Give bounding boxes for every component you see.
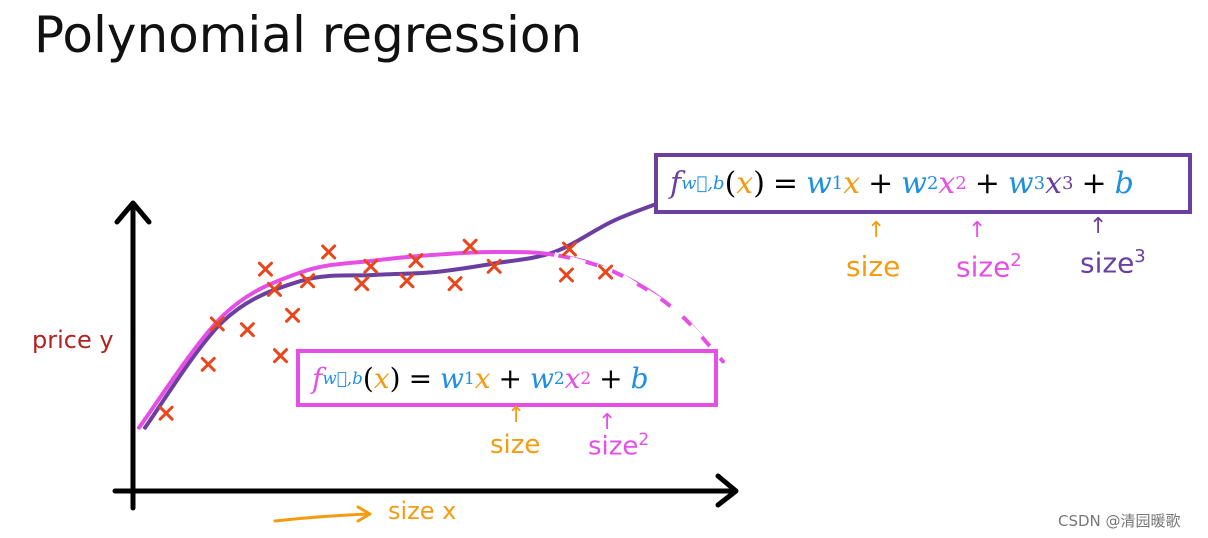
x-term-1: x [843,166,861,201]
data-point [158,405,174,421]
y-axis-arrowhead [114,200,152,225]
w2-index: 2 [553,368,565,388]
equals-sign: = [408,361,433,395]
data-point [266,281,282,297]
data-point [272,348,288,364]
plus-sign: + [498,361,522,395]
left-paren: ( [362,361,374,395]
data-point [257,261,273,277]
right-paren: ) [753,166,765,201]
f-subscript: w⃗,b [322,368,363,388]
w2: w [901,166,927,201]
plus-sign: + [599,361,623,395]
right-paren: ) [389,361,401,395]
equals-sign: = [772,166,799,201]
w3-index: 3 [1033,173,1046,194]
size-text: size [956,250,1011,284]
size-squared-note: size2 [956,250,1022,283]
w3: w [1007,166,1034,201]
cubic-curve [143,195,677,430]
data-point [486,258,502,274]
size-text: size [1080,246,1135,280]
f-subscript: w⃗,b [681,173,725,194]
data-point [598,264,614,280]
arrow-up-icon: ↑ [507,403,526,428]
data-point [321,244,337,260]
data-point [239,322,255,338]
w1-index: 1 [464,368,475,388]
x-power-3: 3 [1061,173,1074,194]
w1: w [440,361,464,395]
w2-index: 2 [926,173,939,194]
data-point [354,276,370,292]
arrow-up-icon: ↑ [598,410,617,435]
x-term-1: x [474,361,491,395]
data-point [447,276,463,292]
data-point [561,241,577,257]
data-point [462,238,478,254]
data-point [363,258,379,274]
b-term: b [1114,166,1134,201]
size-text: size [588,431,639,462]
data-point [209,316,225,332]
x-direction-arrow [273,505,372,523]
quadratic-dashed-gap [553,251,726,364]
w2: w [529,361,554,395]
plus-sign: + [868,166,894,201]
data-point [285,307,301,323]
arrow-up-icon: ↑ [1089,214,1108,239]
f-symbol: f [670,166,682,201]
data-point [558,267,574,283]
x-term-2: x [938,166,956,201]
size-note: size [490,430,541,460]
arrow-up-icon: ↑ [867,218,886,243]
data-point [408,253,424,269]
x-var: x [373,361,390,395]
data-point [399,273,415,289]
size-squared-note: size2 [588,430,649,462]
w1-index: 1 [831,173,844,194]
size-note: size [846,250,901,283]
f-symbol: f [312,361,323,395]
power-3: 3 [1134,246,1146,267]
quadratic-curve [137,249,725,430]
x-term-3: x [1045,166,1062,201]
page-title: Polynomial regression [34,6,583,64]
x-axis-label: size x [388,497,457,525]
x-var: x [736,166,754,201]
data-point [200,356,216,372]
x-power-2: 2 [580,368,592,388]
plus-sign: + [974,166,1000,201]
axes [112,200,739,511]
power-2: 2 [1010,250,1022,271]
arrow-up-icon: ↑ [968,218,987,243]
size-cubed-note: size3 [1080,246,1146,279]
power-2: 2 [638,430,650,450]
w1: w [806,166,832,201]
watermark: CSDN @清园暖歌 [1058,512,1181,530]
x-axis-arrowhead [715,473,739,508]
plus-sign: + [1081,166,1107,201]
curves [137,195,726,430]
x-power-2: 2 [955,173,967,194]
x-term-2: x [564,361,581,395]
data-point [300,273,316,289]
data-points [158,238,614,421]
y-axis-label: price y [32,326,114,354]
b-term: b [630,361,649,395]
left-paren: ( [724,166,737,201]
